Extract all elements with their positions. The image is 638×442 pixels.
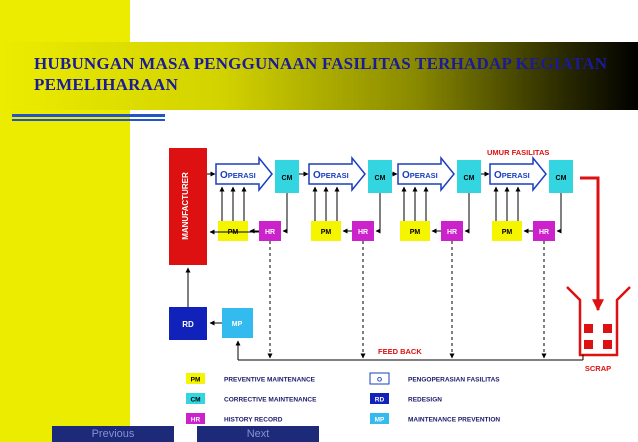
legend-swatch: [186, 413, 205, 424]
legend-label: PENGOPERASIAN FASILITAS: [408, 377, 500, 384]
hr-label: HR: [539, 229, 549, 236]
next-button[interactable]: Next: [197, 426, 319, 442]
scrap-item: [584, 340, 593, 349]
scrap-bin: [566, 286, 631, 357]
legend-swatch: [369, 372, 390, 385]
hr-box: [259, 221, 281, 241]
operation-cycle-2: OPERASI CM PM HR: [308, 155, 398, 359]
cm-to-hr-line: [283, 193, 288, 232]
pm-label: PM: [410, 229, 421, 236]
cm-label: CM: [375, 175, 386, 182]
legend-label: MAINTENANCE PREVENTION: [408, 417, 500, 424]
operasi-initial: O: [402, 170, 410, 181]
operasi-label: OPERASI: [313, 170, 349, 181]
legend-label: HISTORY RECORD: [224, 417, 283, 424]
pm-label: PM: [502, 229, 513, 236]
pm-box: [492, 221, 522, 241]
scrap-label: SCRAP: [585, 364, 611, 373]
scrap-item: [603, 340, 612, 349]
operasi-initial: O: [313, 170, 321, 181]
rd-box: [169, 307, 207, 340]
legend-code: O: [377, 377, 382, 384]
legend-swatch: [370, 413, 389, 424]
previous-button[interactable]: Previous: [52, 426, 174, 442]
hr-box: [441, 221, 463, 241]
legend-label: CORRECTIVE MAINTENANCE: [224, 397, 317, 404]
legend-code: HR: [191, 417, 201, 424]
manufacturer-box: [169, 148, 207, 265]
feedback-label: FEED BACK: [378, 347, 422, 356]
legend-code: PM: [191, 377, 201, 384]
operation-cycle-3: OPERASI CM PM HR: [397, 155, 490, 359]
scrap-item: [603, 324, 612, 333]
title-underline-2: [12, 119, 165, 121]
legend-label: REDESIGN: [408, 397, 442, 404]
legend-item-o: O PENGOPERASIAN FASILITAS: [369, 372, 500, 385]
hr-label: HR: [358, 229, 368, 236]
operasi-rest: PERASI: [321, 171, 349, 180]
cm-label: CM: [464, 175, 475, 182]
cycle-group: OPERASICMPMHROPERASICMPMHROPERASICMPMHRO…: [207, 155, 573, 359]
cm-label: CM: [282, 175, 293, 182]
pm-box: [311, 221, 341, 241]
cm-label: CM: [556, 175, 567, 182]
page-title: HUBUNGAN MASA PENGGUNAAN FASILITAS TERHA…: [34, 54, 608, 94]
operasi-label: OPERASI: [494, 170, 530, 181]
cm-to-hr-line: [557, 193, 562, 232]
legend-swatch: [370, 393, 389, 404]
pm-box: [400, 221, 430, 241]
operation-cycle-4: OPERASI CM PM HR: [489, 155, 573, 359]
cm-box: [457, 160, 481, 193]
pm-box: [218, 221, 248, 241]
mp-box: [222, 308, 253, 338]
mp-label: MP: [232, 321, 243, 328]
operasi-rest: PERASI: [410, 171, 438, 180]
operasi-rest: PERASI: [228, 171, 256, 180]
umur-fasilitas-label: UMUR FASILITAS: [487, 148, 549, 157]
cm-box: [368, 160, 392, 193]
cm-box: [275, 160, 299, 193]
operasi-label: OPERASI: [220, 170, 256, 181]
hr-label: HR: [265, 229, 275, 236]
operasi-arrow: [489, 155, 547, 193]
legend-swatch: [186, 393, 205, 404]
rd-label: RD: [182, 320, 194, 329]
legend-item-hr: HR HISTORY RECORD: [186, 413, 283, 424]
legend-code: RD: [375, 397, 385, 404]
legend: PM PREVENTIVE MAINTENANCE CM CORRECTIVE MAI…: [186, 372, 500, 424]
legend-label: PREVENTIVE MAINTENANCE: [224, 377, 316, 384]
legend-item-cm: CM CORRECTIVE MAINTENANCE: [186, 393, 317, 404]
hr-box: [352, 221, 374, 241]
operasi-arrow: [308, 155, 366, 193]
operasi-arrow: [397, 155, 455, 193]
legend-item-rd: RD REDESIGN: [370, 393, 442, 404]
legend-swatch: [186, 373, 205, 384]
legend-item-pm: PM PREVENTIVE MAINTENANCE: [186, 373, 316, 384]
operasi-initial: O: [494, 170, 502, 181]
legend-item-mp: MP MAINTENANCE PREVENTION: [370, 413, 500, 424]
operasi-arrow: [215, 155, 273, 193]
cm-to-hr-line: [376, 193, 381, 232]
scrap-item: [584, 324, 593, 333]
operasi-label: OPERASI: [402, 170, 438, 181]
title-underline: [12, 114, 165, 117]
cm-to-hr-line: [465, 193, 470, 232]
operasi-rest: PERASI: [502, 171, 530, 180]
cm-box: [549, 160, 573, 193]
pm-label: PM: [321, 229, 332, 236]
hr-box: [533, 221, 555, 241]
hr-label: HR: [447, 229, 457, 236]
operasi-initial: O: [220, 170, 228, 181]
title-band: [0, 42, 638, 110]
legend-code: MP: [375, 417, 385, 424]
legend-code: CM: [190, 397, 200, 404]
scrap-path: [580, 176, 604, 312]
manufacturer-label: MANUFACTURER: [181, 172, 190, 240]
